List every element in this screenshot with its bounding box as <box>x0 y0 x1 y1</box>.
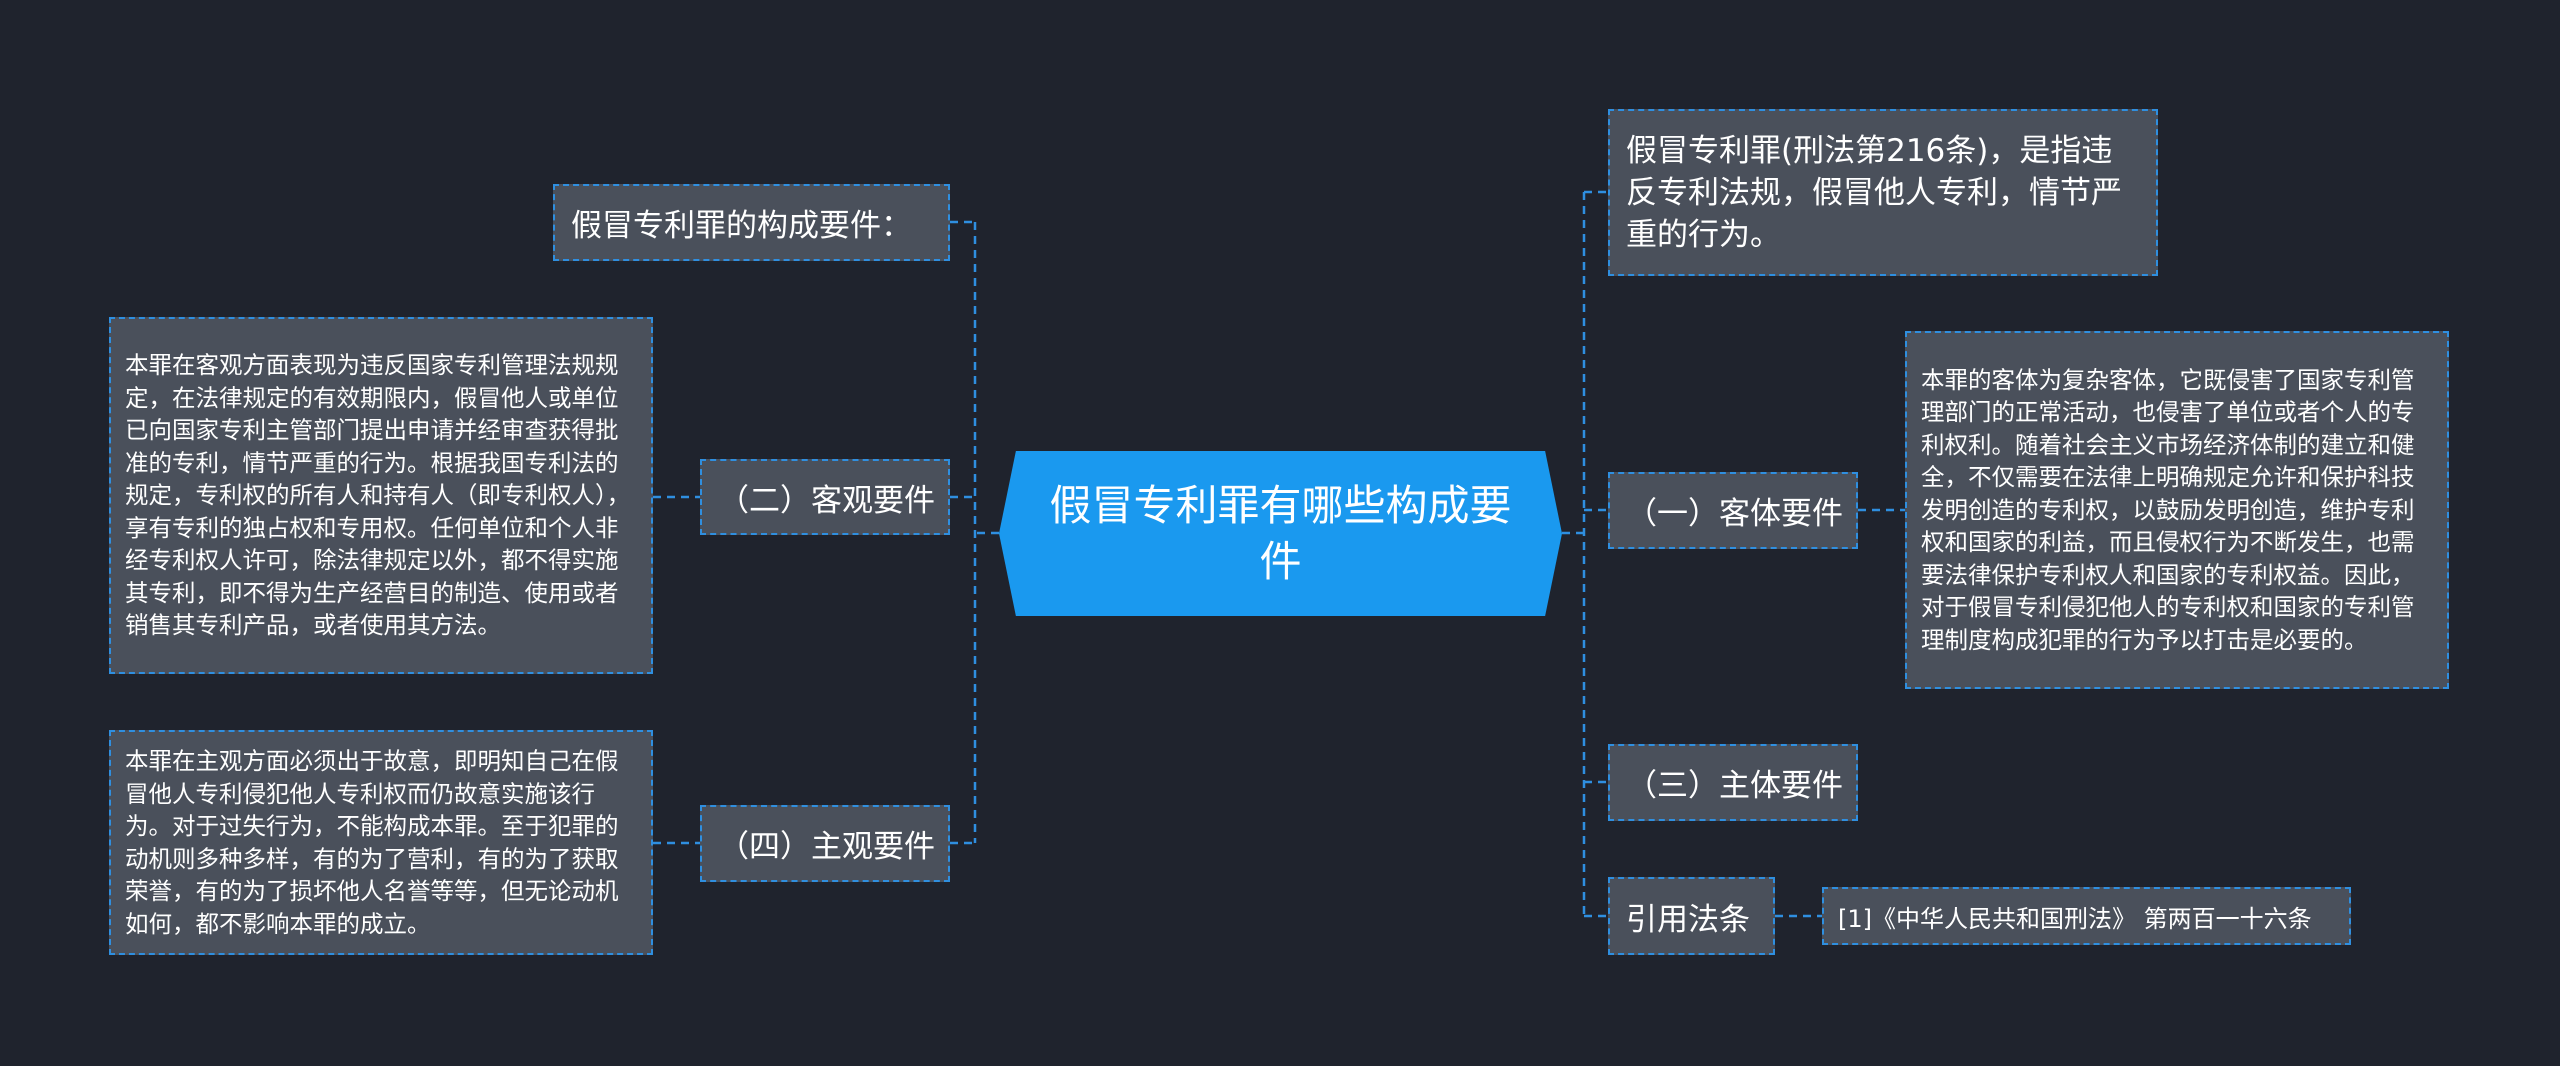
node-text: 假冒专利罪(刑法第216条)，是指违反专利法规，假冒他人专利，情节严重的行为。 <box>1626 132 2122 253</box>
node-label: 引用法条 <box>1626 901 1750 938</box>
node-components-heading[interactable]: 假冒专利罪的构成要件： <box>553 184 950 261</box>
node-text: 本罪在主观方面必须出于故意，即明知自己在假冒他人专利侵犯他人专利权而仍故意实施该… <box>125 747 619 938</box>
node-citation[interactable]: 引用法条 <box>1608 877 1775 955</box>
node-label: （一）客体要件 <box>1626 496 1843 532</box>
node-objective-text[interactable]: 本罪在客观方面表现为违反国家专利管理法规规定，在法律规定的有效期限内，假冒他人或… <box>109 317 653 674</box>
node-label: 假冒专利罪的构成要件： <box>571 208 912 244</box>
node-definition[interactable]: 假冒专利罪(刑法第216条)，是指违反专利法规，假冒他人专利，情节严重的行为。 <box>1608 109 2158 276</box>
node-object-element[interactable]: （一）客体要件 <box>1608 472 1858 549</box>
node-subjective-text[interactable]: 本罪在主观方面必须出于故意，即明知自己在假冒他人专利侵犯他人专利权而仍故意实施该… <box>109 730 653 955</box>
node-objective-element[interactable]: （二）客观要件 <box>700 459 950 535</box>
node-label: （二）客观要件 <box>718 482 935 519</box>
node-citation-text[interactable]: [1]《中华人民共和国刑法》 第两百一十六条 <box>1822 887 2351 945</box>
node-subject-element[interactable]: （三）主体要件 <box>1608 744 1858 821</box>
node-label: （四）主观要件 <box>718 829 935 865</box>
central-topic-title: 假冒专利罪有哪些构成要件 <box>1049 480 1512 586</box>
node-label: （三）主体要件 <box>1626 768 1843 804</box>
central-topic[interactable]: 假冒专利罪有哪些构成要件 <box>999 451 1562 616</box>
node-text: 本罪在客观方面表现为违反国家专利管理法规规定，在法律规定的有效期限内，假冒他人或… <box>125 351 631 640</box>
node-text: [1]《中华人民共和国刑法》 第两百一十六条 <box>1838 904 2312 933</box>
node-subjective-element[interactable]: （四）主观要件 <box>700 805 950 882</box>
node-object-text[interactable]: 本罪的客体为复杂客体，它既侵害了国家专利管理部门的正常活动，也侵害了单位或者个人… <box>1905 331 2449 689</box>
node-text: 本罪的客体为复杂客体，它既侵害了国家专利管理部门的正常活动，也侵害了单位或者个人… <box>1921 365 2415 654</box>
